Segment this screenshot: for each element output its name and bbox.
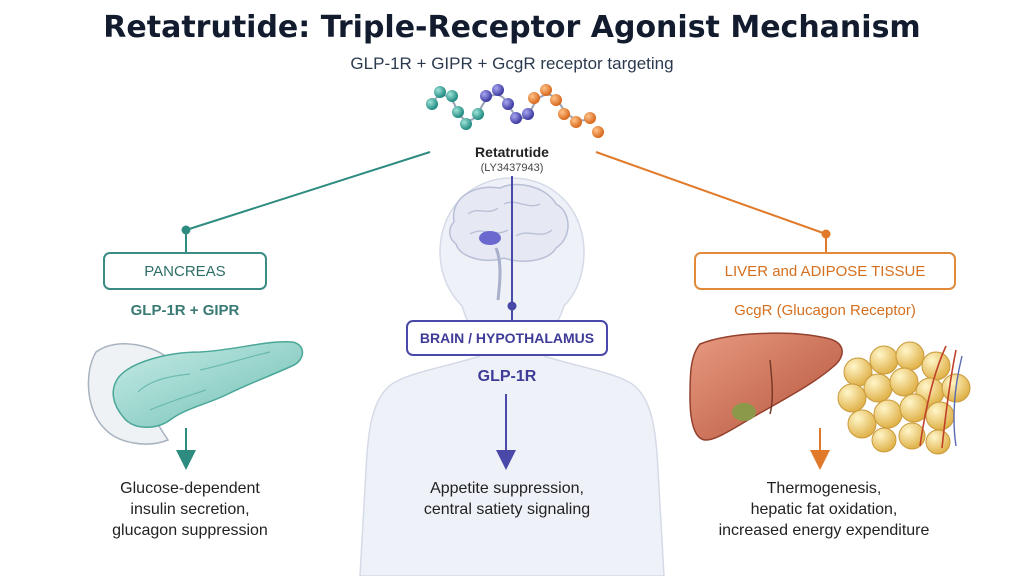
brain-label: BRAIN / HYPOTHALAMUS	[419, 330, 595, 346]
liver-label-box: LIVER and ADIPOSE TISSUE	[694, 252, 956, 290]
liver-effect-line: increased energy expenditure	[718, 522, 930, 539]
pancreas-effect: Glucose-dependent insulin secretion, glu…	[80, 478, 300, 541]
brain-receptor: GLP-1R	[477, 368, 537, 385]
page-subtitle: GLP-1R + GIPR + GcgR receptor targeting	[350, 54, 674, 73]
connector-liver	[595, 151, 831, 252]
pancreas-effect-line: insulin secretion,	[130, 501, 250, 518]
brain-icon	[449, 183, 569, 301]
liver-icon	[689, 332, 843, 441]
liver-receptor: GcgR (Glucagon Receptor)	[734, 302, 916, 319]
brain-label-box: BRAIN / HYPOTHALAMUS	[406, 320, 608, 356]
drug-name: Retatrutide	[475, 144, 549, 160]
connector-pancreas	[181, 151, 431, 252]
liver-effect-line: hepatic fat oxidation,	[750, 501, 898, 518]
brain-effect: Appetite suppression, central satiety si…	[392, 478, 622, 520]
drug-code: (LY3437943)	[480, 162, 544, 174]
pancreas-effect-line: glucagon suppression	[112, 522, 268, 539]
brain-effect-line: central satiety signaling	[423, 501, 591, 518]
connector-brain	[507, 176, 517, 320]
liver-effect: Thermogenesis, hepatic fat oxidation, in…	[690, 478, 958, 541]
pancreas-label: PANCREAS	[144, 262, 226, 280]
human-body-silhouette	[359, 177, 665, 576]
pancreas-label-box: PANCREAS	[103, 252, 267, 290]
pancreas-icon	[87, 340, 304, 445]
liver-label: LIVER and ADIPOSE TISSUE	[724, 262, 926, 280]
liver-effect-line: Thermogenesis,	[766, 480, 882, 497]
brain-effect-line: Appetite suppression,	[430, 480, 584, 497]
page-title: Retatrutide: Triple-Receptor Agonist Mec…	[103, 10, 921, 45]
pancreas-effect-line: Glucose-dependent	[120, 480, 260, 497]
pancreas-receptor: GLP-1R + GIPR	[130, 302, 240, 319]
peptide-chain-icon	[426, 84, 604, 138]
adipose-tissue-icon	[837, 341, 971, 455]
